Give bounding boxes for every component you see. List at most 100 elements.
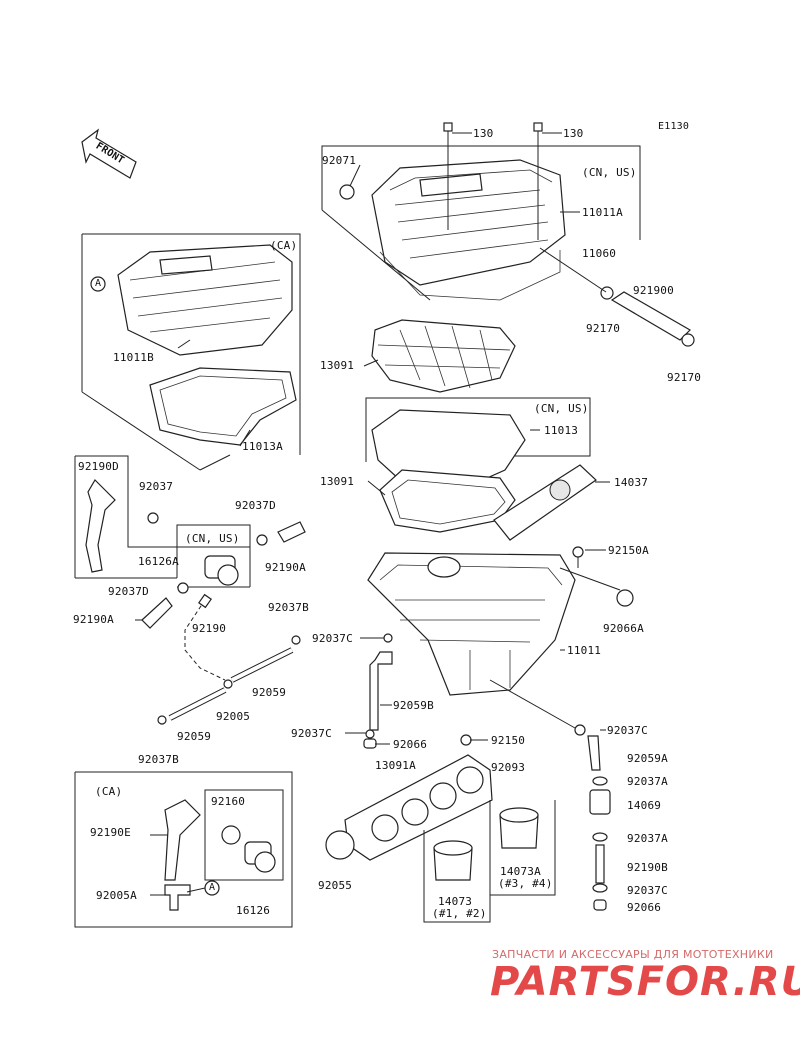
cn-us-cover-bracket	[321, 145, 641, 240]
clip-92037b-a	[291, 635, 301, 645]
label-11011: 11011	[567, 644, 602, 657]
clip-92037d-b	[177, 582, 189, 594]
label-92037b-a: 92037B	[268, 601, 309, 614]
label-11011b: 11011B	[113, 351, 154, 364]
ca-cover-box	[82, 233, 301, 390]
label-92037b-b: 92037B	[138, 753, 179, 766]
oring-92055	[325, 830, 355, 860]
label-13091-b: 13091	[320, 475, 355, 488]
label-92190a-a: 92190A	[265, 561, 306, 574]
label-92059b: 92059B	[393, 699, 434, 712]
callout-a-label-top: A	[95, 278, 102, 289]
label-92160: 92160	[211, 795, 246, 808]
label-92150: 92150	[491, 734, 526, 747]
label-92005: 92005	[216, 710, 251, 723]
label-92093: 92093	[491, 761, 526, 774]
label-130-a: 130	[473, 127, 494, 140]
label-92066a: 92066A	[603, 622, 644, 635]
label-92059-b: 92059	[177, 730, 212, 743]
clip-92037a-b	[592, 832, 608, 842]
hose-92190a-b	[141, 597, 173, 629]
label-92190a-b: 92190A	[73, 613, 114, 626]
air-cleaner-housing	[367, 552, 576, 696]
hose-92190d	[85, 479, 116, 573]
label-92071: 92071	[322, 154, 357, 167]
bolt-130-right	[533, 122, 543, 240]
label-16126: 16126	[236, 904, 271, 917]
watermark-tagline: ЗАПЧАСТИ И АКСЕССУАРЫ ДЛЯ МОТОТЕХНИКИ	[492, 948, 774, 961]
valve-16126a	[204, 555, 239, 586]
grommet-92071	[339, 184, 355, 200]
label-11011a: 11011A	[582, 206, 623, 219]
label-14073-note: (#1, #2)	[432, 907, 487, 920]
region-ca-bottom: (CA)	[95, 785, 123, 798]
hose-92059a	[587, 735, 601, 771]
watermark-brand[interactable]: PARTSFOR.RU	[490, 959, 800, 1005]
filter-element-11013	[371, 409, 526, 491]
label-92170-a: 92170	[586, 322, 621, 335]
holder-13091a	[344, 754, 493, 861]
label-92037a-b: 92037A	[627, 832, 668, 845]
callout-a-label-bottom: A	[209, 882, 216, 893]
label-92037c-d: 92037C	[627, 884, 668, 897]
label-92150a: 92150A	[608, 544, 649, 557]
joint-92005	[223, 679, 233, 689]
label-92037c-c: 92037C	[607, 724, 648, 737]
funnel-14073a	[499, 807, 539, 849]
label-92190d: 92190D	[78, 460, 119, 473]
label-92170-b: 92170	[667, 371, 702, 384]
air-cleaner-cover-ca	[117, 244, 293, 356]
hose-92190e	[164, 799, 201, 881]
cn-us-filter-box	[365, 397, 591, 462]
filter-frame-13091	[379, 469, 516, 533]
label-92066-a: 92066	[393, 738, 428, 751]
label-11060: 11060	[582, 247, 617, 260]
label-92037d-a: 92037D	[235, 499, 276, 512]
hose-92190a-a	[277, 521, 306, 543]
clip-92037c-a	[383, 633, 393, 643]
label-92055: 92055	[318, 879, 353, 892]
label-92190b: 92190B	[627, 861, 668, 874]
funnel-14073	[433, 840, 473, 881]
label-92037: 92037	[139, 480, 174, 493]
clip-92037a-a	[592, 776, 608, 786]
label-14037: 14037	[614, 476, 649, 489]
cap-92066a	[616, 589, 634, 607]
region-cn-us-valve: (CN, US)	[185, 532, 240, 545]
hose-92190b	[595, 844, 605, 884]
bolt-130-left	[443, 122, 453, 230]
label-13091a: 13091A	[375, 759, 416, 772]
label-92059a: 92059A	[627, 752, 668, 765]
label-92005a: 92005A	[96, 889, 137, 902]
label-14073a-note: (#3, #4)	[498, 877, 553, 890]
bolt-92150	[460, 734, 472, 746]
label-16126a: 16126A	[138, 555, 179, 568]
hose-92190	[198, 593, 212, 609]
clip-92037c-b	[365, 729, 375, 739]
clip-92037c-c	[574, 724, 586, 736]
label-92037a-a: 92037A	[627, 775, 668, 788]
clip-92037b-b	[157, 715, 167, 725]
label-92037d-b: 92037D	[108, 585, 149, 598]
filter-14069	[589, 789, 611, 815]
joint-92005a	[164, 884, 191, 911]
ca-bottom-box	[74, 771, 293, 928]
hose-92059b	[369, 651, 393, 731]
clip-92037	[147, 512, 159, 524]
bolt-92150a	[572, 546, 584, 558]
front-arrow-icon	[81, 128, 137, 179]
label-92190: 92190	[192, 622, 227, 635]
seal-92160	[221, 825, 241, 845]
label-921900: 921900	[633, 284, 674, 297]
label-14073a: 14073A	[500, 865, 541, 878]
label-92037c-a: 92037C	[312, 632, 353, 645]
label-92066-b: 92066	[627, 901, 662, 914]
clip-92037c-d	[592, 883, 608, 893]
plate-14037	[493, 464, 597, 541]
label-14073: 14073	[438, 895, 473, 908]
cap-92066-a	[363, 738, 377, 749]
diagram-code: E1130	[658, 121, 690, 132]
region-cn-us-top: (CN, US)	[582, 166, 637, 179]
label-11013a: 11013A	[242, 440, 283, 453]
